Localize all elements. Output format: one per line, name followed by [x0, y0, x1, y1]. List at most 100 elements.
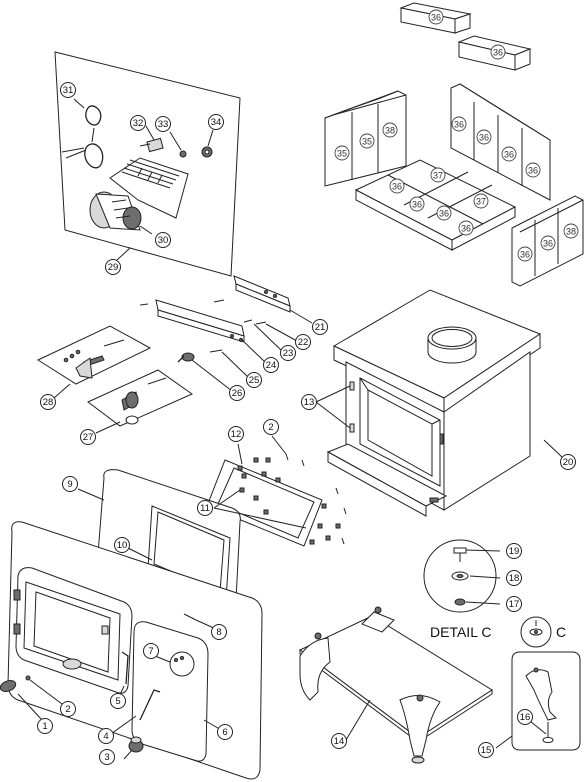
callout-c18: 18: [506, 570, 522, 586]
svg-text:36: 36: [528, 166, 538, 176]
detail-c-title: DETAIL C: [430, 624, 491, 640]
svg-text:36: 36: [392, 182, 402, 192]
svg-text:31: 31: [63, 85, 74, 96]
svg-text:8: 8: [216, 627, 221, 638]
callout-c27: 27: [80, 429, 96, 445]
callout-c7: 7: [143, 643, 159, 659]
callout-c28: 28: [40, 394, 56, 410]
air-control-knob: [0, 680, 17, 692]
svg-text:34: 34: [211, 117, 222, 128]
svg-text:36: 36: [543, 239, 553, 249]
detail-nut: [454, 598, 466, 606]
svg-text:36: 36: [479, 133, 489, 143]
svg-text:36: 36: [454, 120, 464, 130]
screw-2: [25, 675, 31, 681]
glass-retainer-frame: [206, 453, 347, 547]
brick-callout-b6: 36: [451, 116, 467, 132]
callout-c8: 8: [211, 624, 227, 640]
detail-c-letter: C: [556, 624, 566, 640]
brick-callout-b7: 36: [476, 129, 492, 145]
callout-c30: 30: [155, 232, 171, 248]
svg-text:27: 27: [83, 432, 94, 443]
handle-kit-sheet: [131, 621, 209, 762]
svg-text:35: 35: [362, 137, 372, 147]
stove-door: [15, 567, 133, 694]
damper-handle: [181, 352, 195, 362]
callout-c17: 17: [506, 596, 522, 612]
brick-callout-b17: 36: [540, 235, 556, 251]
blower-housing-fins: [121, 159, 180, 189]
svg-text:16: 16: [520, 712, 531, 723]
svg-text:19: 19: [509, 546, 520, 557]
door-hinge-lower: [13, 623, 21, 635]
callout-c20: 20: [560, 454, 576, 470]
brick-callout-b18: 38: [563, 223, 579, 239]
callout-c22: 22: [295, 334, 311, 350]
pedestal-base: [299, 606, 493, 764]
svg-text:5: 5: [115, 696, 120, 707]
brick-callout-b16: 36: [517, 246, 533, 262]
svg-text:29: 29: [108, 262, 119, 273]
hinge-pin-upper: [349, 381, 355, 391]
screw-8: [183, 613, 197, 621]
door-latch-receiver: [439, 433, 444, 445]
svg-text:12: 12: [231, 429, 242, 440]
stove-body: [326, 289, 542, 517]
brick-callout-b14: 37: [473, 193, 489, 209]
svg-text:30: 30: [158, 235, 169, 246]
svg-text:35: 35: [337, 149, 347, 159]
svg-text:22: 22: [298, 337, 309, 348]
callout-c31: 31: [60, 82, 76, 98]
callout-c12: 12: [228, 426, 244, 442]
svg-text:10: 10: [117, 540, 128, 551]
detail-bolt-head: [453, 547, 467, 554]
callout-c2b: 2: [263, 419, 279, 435]
door-air-control: [62, 658, 82, 670]
svg-text:36: 36: [504, 150, 514, 160]
svg-text:2: 2: [65, 704, 70, 715]
svg-text:4: 4: [103, 731, 108, 742]
callout-c4: 4: [98, 728, 114, 744]
svg-text:25: 25: [249, 375, 260, 386]
hinge-pin-lower: [349, 423, 355, 433]
svg-text:37: 37: [433, 171, 443, 181]
svg-text:9: 9: [67, 479, 72, 490]
hardware-sheet-27: [87, 369, 194, 427]
svg-text:3: 3: [104, 752, 109, 763]
callout-c21: 21: [312, 319, 328, 335]
pedestal-leg-left: [299, 637, 331, 701]
brick-callout-b9: 36: [525, 162, 541, 178]
callout-c1: 1: [37, 718, 53, 734]
svg-text:15: 15: [481, 745, 492, 756]
callout-c32: 32: [130, 115, 146, 131]
callout-c6: 6: [217, 724, 233, 740]
brick-callout-b11: 37: [430, 167, 446, 183]
svg-text:28: 28: [43, 397, 54, 408]
svg-text:37: 37: [476, 197, 486, 207]
leader-lines: [17, 98, 563, 760]
blower-wheel: [122, 206, 142, 230]
svg-text:38: 38: [385, 126, 395, 136]
air-tube-brackets: [139, 275, 291, 353]
svg-text:36: 36: [493, 48, 503, 58]
brick-callout-b10: 36: [389, 178, 405, 194]
svg-text:32: 32: [133, 118, 144, 129]
svg-text:36: 36: [412, 200, 422, 210]
thermodisc-switch: [146, 137, 164, 153]
svg-text:14: 14: [334, 736, 345, 747]
svg-text:1: 1: [42, 721, 47, 732]
svg-text:33: 33: [158, 119, 169, 130]
callout-c29: 29: [105, 259, 121, 275]
svg-text:21: 21: [315, 322, 326, 333]
callout-c19: 19: [506, 543, 522, 559]
blower-kit-panel: [54, 51, 241, 277]
callout-c33: 33: [155, 116, 171, 132]
callout-c13: 13: [301, 394, 317, 410]
callout-c23: 23: [280, 345, 296, 361]
firebox-opening: [359, 377, 441, 487]
callout-c25: 25: [246, 372, 262, 388]
brick-callout-b13: 36: [436, 205, 452, 221]
